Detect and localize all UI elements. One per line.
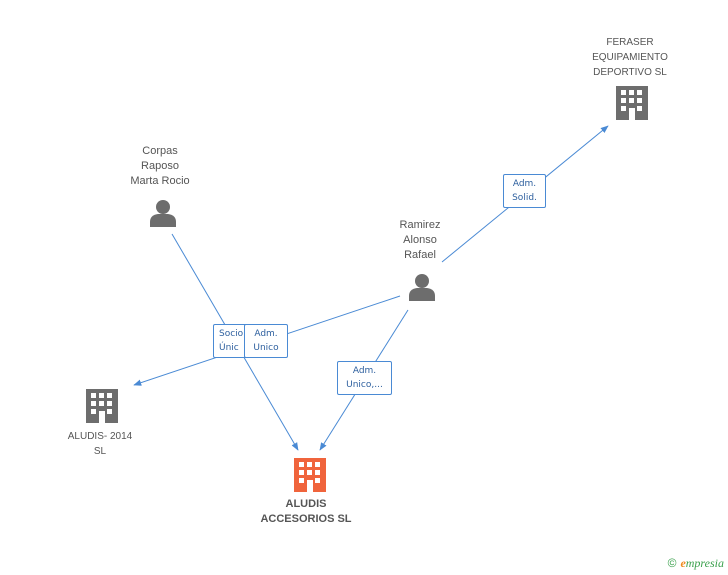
- label-line: Alonso: [403, 234, 437, 246]
- label-line: EQUIPAMIENTO: [592, 52, 668, 63]
- label-line: ACCESORIOS SL: [260, 513, 352, 525]
- edge-label-ramirez-feraser[interactable]: Adm. Solid.: [503, 174, 546, 208]
- label-line: SL: [93, 446, 107, 457]
- label-line: Corpas: [142, 145, 178, 157]
- label-line: Unico: [253, 343, 279, 353]
- node-label-ramirez[interactable]: Ramirez Alonso Rafael: [370, 218, 470, 263]
- label-line: Socio: [219, 329, 244, 339]
- label-line: ALUDIS- 2014: [67, 431, 133, 442]
- building-icon: [616, 86, 648, 120]
- node-label-corpas[interactable]: Corpas Raposo Marta Rocio: [110, 144, 210, 189]
- node-label-feraser[interactable]: FERASER EQUIPAMIENTO DEPORTIVO SL: [570, 35, 690, 80]
- label-line: Adm.: [352, 366, 377, 376]
- label-line: FERASER: [606, 37, 654, 48]
- label-line: Únic: [219, 343, 239, 353]
- label-line: Unico,...: [346, 380, 383, 390]
- brand-logo-initial: e: [680, 556, 686, 570]
- brand-logo-text: mpresia: [685, 556, 724, 570]
- node-label-aludis-accesorios[interactable]: ALUDIS ACCESORIOS SL: [246, 497, 366, 527]
- label-line: ALUDIS: [285, 498, 327, 510]
- edge-label-ramirez-accesorios[interactable]: Adm. Unico,...: [337, 361, 392, 395]
- label-line: Marta Rocio: [130, 175, 190, 187]
- building-icon-main: [294, 458, 326, 492]
- copyright-symbol: ©: [667, 556, 677, 570]
- label-line: Adm.: [254, 329, 278, 339]
- node-label-aludis2014[interactable]: ALUDIS- 2014 SL: [50, 429, 150, 459]
- label-line: Raposo: [141, 160, 179, 172]
- label-line: Ramirez: [399, 219, 441, 231]
- edge-label-ramirez-aludis2014[interactable]: Adm. Unico: [244, 324, 288, 358]
- label-line: Solid.: [512, 193, 537, 203]
- building-icon: [86, 389, 118, 423]
- label-line: DEPORTIVO SL: [593, 67, 667, 78]
- brand-footer: ©empresia: [668, 556, 724, 571]
- label-line: Rafael: [404, 249, 436, 261]
- person-icon: [150, 200, 176, 227]
- person-icon: [409, 274, 435, 301]
- label-line: Adm.: [512, 179, 537, 189]
